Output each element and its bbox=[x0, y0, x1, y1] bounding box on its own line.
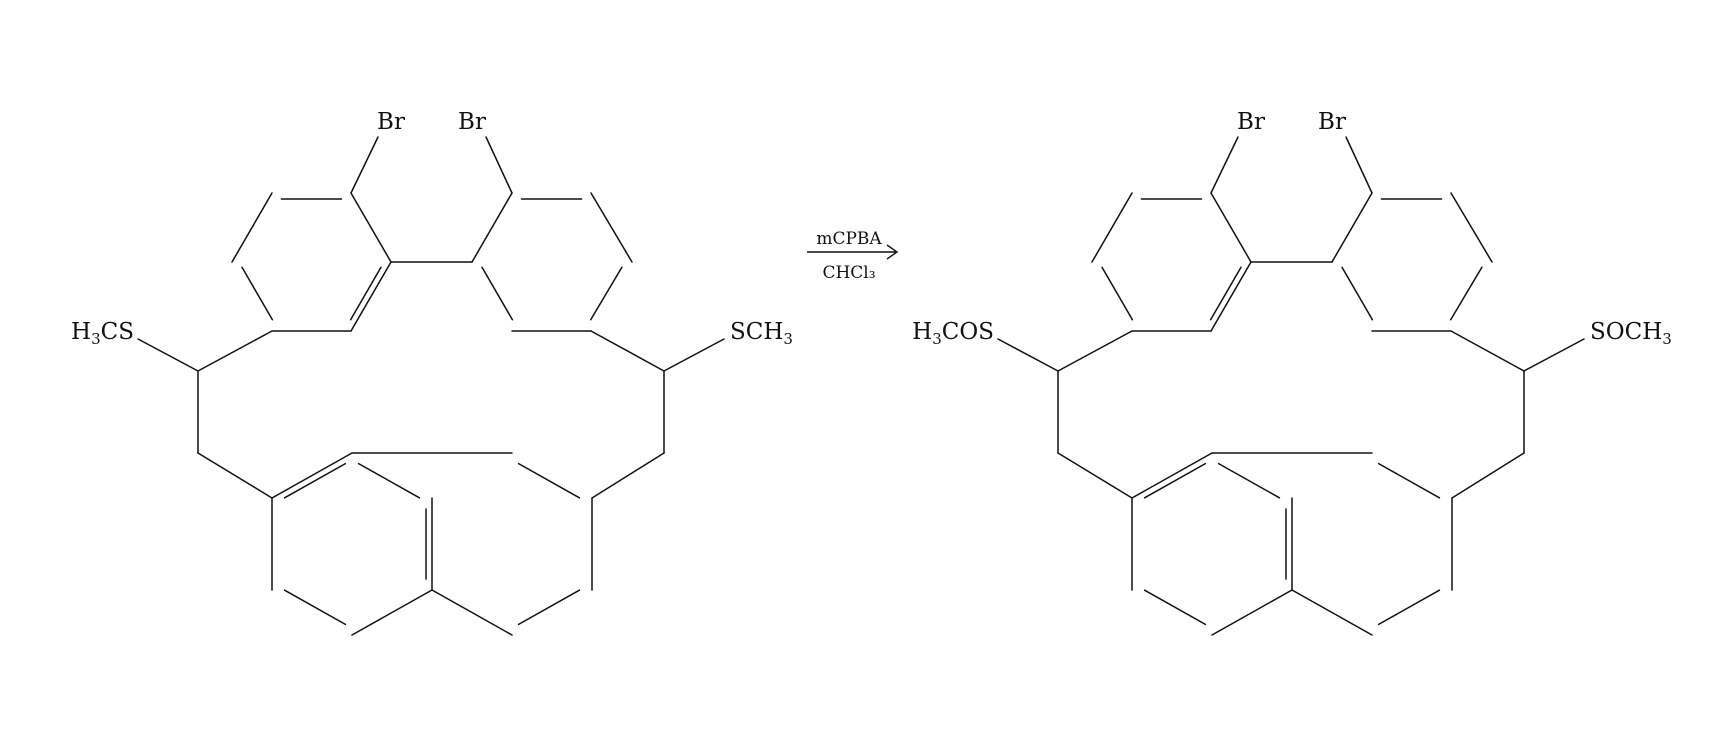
reaction-arrow bbox=[807, 244, 899, 260]
product-bond-4 bbox=[1210, 136, 1239, 194]
product-br-right: Br bbox=[1318, 109, 1346, 135]
product-bond-29 bbox=[1449, 266, 1483, 321]
product-bond-17 bbox=[1451, 452, 1525, 499]
product-bond-19 bbox=[1131, 452, 1213, 499]
reactant-bond-23 bbox=[431, 589, 513, 636]
reagent-label: mCPBA bbox=[816, 229, 882, 249]
reactant-right-substituent: SCH3 bbox=[730, 319, 793, 348]
product-molecule: Br Br H3COS SOCH3 bbox=[912, 109, 1672, 636]
reactant-bond-8 bbox=[485, 136, 513, 194]
product-bond-32 bbox=[1143, 589, 1207, 626]
reactant-bond-4 bbox=[350, 136, 379, 194]
reactant-bond-35 bbox=[517, 589, 581, 626]
product-left-substituent: H3COS bbox=[912, 319, 994, 348]
reactant-bond-19 bbox=[271, 452, 353, 499]
product-bond-30 bbox=[1341, 266, 1374, 321]
reactant-bond-3 bbox=[350, 261, 392, 332]
reactant-bond-10 bbox=[197, 330, 273, 372]
product-bond-1 bbox=[1091, 192, 1133, 263]
reactant-bond-34 bbox=[517, 462, 581, 499]
arrow-head bbox=[886, 244, 899, 260]
product-bond-33 bbox=[1217, 462, 1281, 499]
reactant-bonds bbox=[137, 136, 725, 636]
reactant-bond-26 bbox=[241, 266, 274, 321]
reactant-left-substituent: H3CS bbox=[71, 319, 134, 348]
product-bond-26 bbox=[1101, 266, 1134, 321]
reactant-bond-31 bbox=[283, 462, 347, 499]
reactant-bond-20 bbox=[351, 589, 433, 636]
product-bond-27 bbox=[1209, 266, 1242, 321]
reactant-bond-6 bbox=[590, 192, 633, 263]
product-bond-10 bbox=[1057, 330, 1133, 372]
product-right-substituent: SOCH3 bbox=[1590, 319, 1672, 348]
reactant-bond-0 bbox=[350, 192, 392, 263]
product-bond-8 bbox=[1345, 136, 1373, 194]
reactant-bond-17 bbox=[591, 452, 665, 499]
product-br-left: Br bbox=[1237, 109, 1265, 135]
reactant-bond-5 bbox=[471, 192, 513, 263]
conditions-label: CHCl₃ bbox=[822, 263, 875, 283]
reactant-bond-27 bbox=[349, 266, 382, 321]
reactant-br-left: Br bbox=[377, 109, 405, 135]
product-bond-13 bbox=[1057, 452, 1133, 499]
product-bond-3 bbox=[1210, 261, 1252, 332]
reactant-bond-30 bbox=[481, 266, 514, 321]
product-bond-20 bbox=[1211, 589, 1293, 636]
product-bond-5 bbox=[1331, 192, 1373, 263]
reactant-bond-33 bbox=[357, 462, 421, 499]
product-bond-31 bbox=[1143, 462, 1207, 499]
product-bond-14 bbox=[1450, 330, 1525, 372]
product-bonds bbox=[997, 136, 1585, 636]
reactant-bond-15 bbox=[663, 338, 725, 372]
product-bond-34 bbox=[1377, 462, 1441, 499]
reactant-bond-14 bbox=[590, 330, 665, 372]
reactant-molecule: Br Br H3CS SCH3 bbox=[71, 109, 793, 636]
product-bond-6 bbox=[1450, 192, 1493, 263]
product-bond-15 bbox=[1523, 338, 1585, 372]
reactant-br-right: Br bbox=[458, 109, 486, 135]
reactant-bond-29 bbox=[589, 266, 623, 321]
reactant-bond-11 bbox=[137, 338, 199, 372]
product-bond-23 bbox=[1291, 589, 1373, 636]
reactant-bond-32 bbox=[283, 589, 347, 626]
product-bond-11 bbox=[997, 338, 1059, 372]
reactant-bond-1 bbox=[231, 192, 273, 263]
reactant-bond-13 bbox=[197, 452, 273, 499]
product-bond-0 bbox=[1210, 192, 1252, 263]
product-bond-35 bbox=[1377, 589, 1441, 626]
